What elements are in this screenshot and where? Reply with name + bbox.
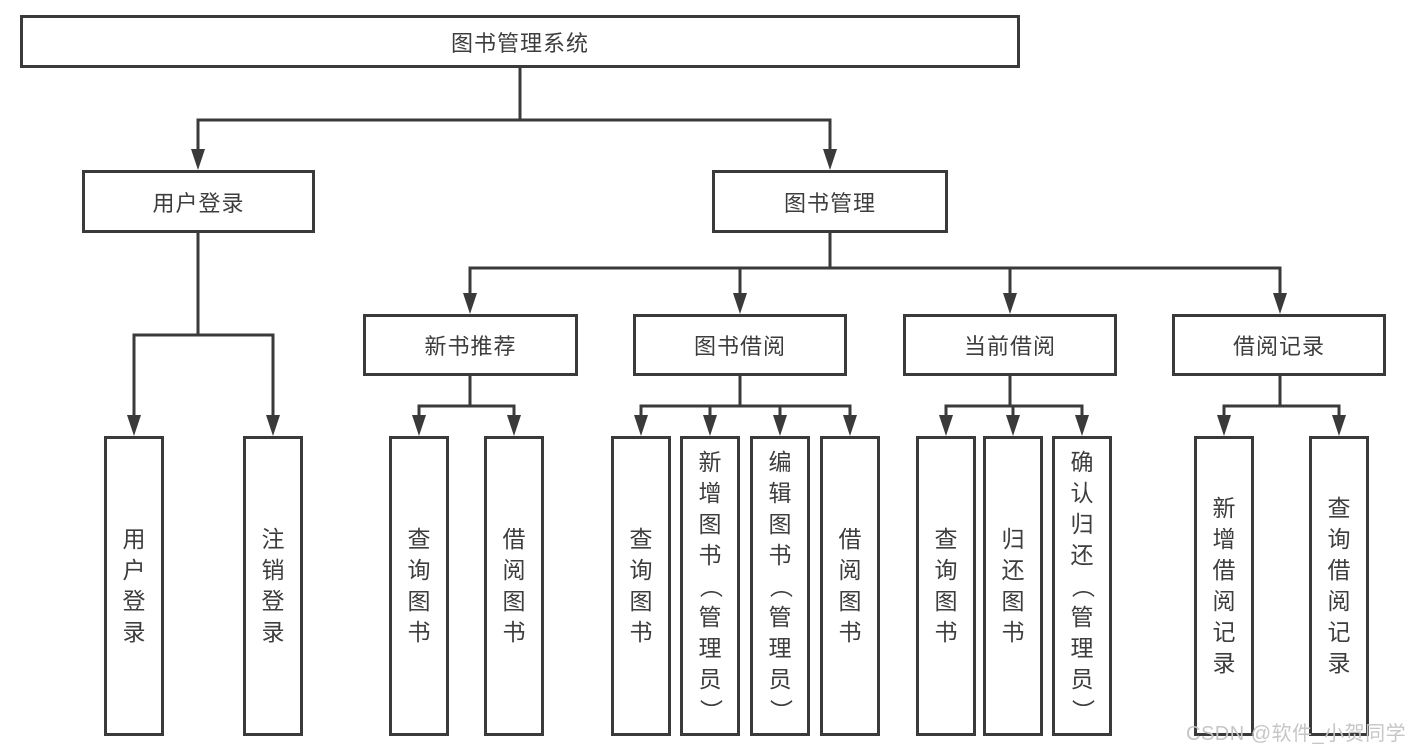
node-label: 新增图书（管理员） [697, 448, 724, 722]
node-leaf-user-login: 用户登录 [104, 436, 164, 736]
node-label: 确认归还（管理员） [1069, 448, 1096, 722]
node-label: 图书管理 [783, 190, 876, 216]
node-leaf-add-borrow-record: 新增借阅记录 [1194, 436, 1254, 736]
node-leaf-logout: 注销登录 [243, 436, 303, 736]
node-root-system: 图书管理系统 [20, 15, 1020, 68]
node-user-login: 用户登录 [82, 170, 315, 233]
node-leaf-query-books-3: 查询图书 [916, 436, 976, 736]
node-label: 查询图书 [934, 526, 958, 645]
node-leaf-query-books-2: 查询图书 [611, 436, 671, 736]
node-label: 借阅图书 [838, 526, 862, 645]
node-label: 编辑图书（管理员） [767, 448, 794, 722]
node-label: 查询借阅记录 [1327, 495, 1351, 676]
node-label: 图书管理系统 [450, 30, 589, 56]
node-leaf-borrow-books-1: 借阅图书 [484, 436, 544, 736]
node-label: 用户登录 [122, 526, 146, 645]
node-leaf-add-books-admin: 新增图书（管理员） [680, 436, 740, 736]
node-leaf-borrow-books-2: 借阅图书 [820, 436, 880, 736]
node-label: 借阅记录 [1232, 334, 1325, 359]
node-label: 查询图书 [407, 526, 431, 645]
node-borrowing-records: 借阅记录 [1172, 314, 1386, 376]
node-label: 新书推荐 [424, 334, 517, 359]
node-leaf-query-borrow-record: 查询借阅记录 [1309, 436, 1369, 736]
node-book-management: 图书管理 [712, 170, 948, 233]
node-new-book-recommend: 新书推荐 [363, 314, 578, 376]
node-leaf-confirm-return-admin: 确认归还（管理员） [1052, 436, 1112, 736]
node-leaf-edit-books-admin: 编辑图书（管理员） [750, 436, 810, 736]
node-label: 当前借阅 [963, 334, 1056, 359]
node-leaf-query-books-1: 查询图书 [389, 436, 449, 736]
node-label: 新增借阅记录 [1212, 495, 1236, 676]
node-current-borrowing: 当前借阅 [903, 314, 1117, 376]
csdn-watermark: CSDN @软件_小贺同学 [1186, 723, 1405, 745]
node-book-borrowing: 图书借阅 [633, 314, 847, 376]
node-label: 用户登录 [152, 190, 245, 216]
node-label: 归还图书 [1001, 526, 1025, 645]
node-label: 借阅图书 [502, 526, 526, 645]
node-label: 查询图书 [629, 526, 653, 645]
node-leaf-return-books: 归还图书 [983, 436, 1043, 736]
node-label: 注销登录 [261, 526, 285, 645]
node-label: 图书借阅 [693, 334, 786, 359]
